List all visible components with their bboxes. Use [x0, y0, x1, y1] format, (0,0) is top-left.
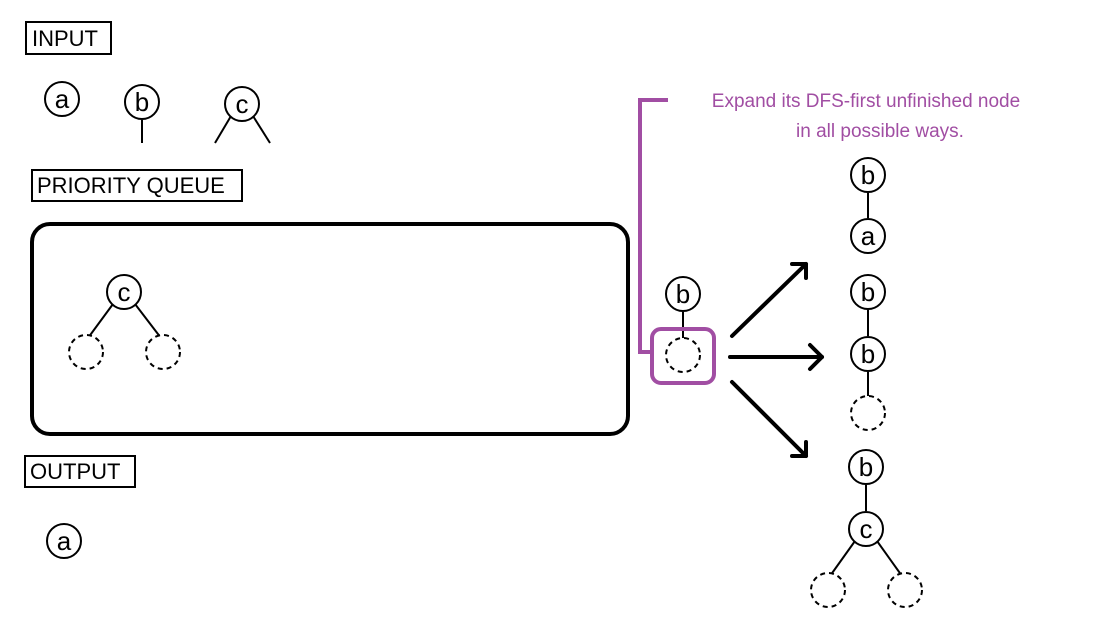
current-tree-root	[665, 276, 701, 312]
expansion-3-root	[848, 449, 884, 485]
current-tree-hole	[665, 337, 701, 373]
input-node-c-label: c	[236, 89, 249, 119]
output-label-box: OUTPUT	[24, 455, 136, 488]
input-label: INPUT	[32, 26, 98, 51]
arrow-down	[730, 380, 808, 458]
expansion-1-root-label: b	[861, 160, 875, 190]
output-label: OUTPUT	[30, 459, 120, 484]
input-node-a-label: a	[55, 84, 70, 114]
input-label-box: INPUT	[25, 21, 112, 55]
annotation-connector	[638, 98, 668, 354]
queue-tree-root-label: c	[118, 277, 131, 307]
input-node-b: b	[124, 84, 160, 143]
expansion-3: b c	[810, 449, 923, 608]
expansion-2: b b	[850, 274, 886, 431]
expansion-3-hole-left	[810, 572, 846, 608]
expansion-2-hole	[850, 395, 886, 431]
output-node-a: a	[46, 523, 82, 559]
expansion-2-root	[850, 274, 886, 310]
current-tree-root-label: b	[676, 279, 690, 309]
queue-tree-hole-left	[68, 334, 104, 370]
expansion-1-root	[850, 157, 886, 193]
input-node-c: c	[214, 86, 271, 144]
queue-tree-hole-right	[145, 334, 181, 370]
input-node-a: a	[44, 81, 80, 117]
queue-tree-root	[106, 274, 142, 310]
annotation-line-1: Expand its DFS-first unfinished node	[712, 91, 1020, 112]
arrow-up	[730, 262, 808, 338]
expansion-2-root-label: b	[861, 277, 875, 307]
current-tree: b	[650, 276, 716, 385]
expansion-2-child	[850, 336, 886, 372]
expansion-3-child-label: c	[860, 514, 873, 544]
queue-label: PRIORITY QUEUE	[37, 173, 225, 198]
queue-label-box: PRIORITY QUEUE	[31, 169, 243, 202]
expansion-1-child	[850, 218, 886, 254]
expansion-1-child-label: a	[861, 221, 876, 251]
highlight-box	[650, 327, 716, 385]
arrow-right	[728, 343, 824, 371]
expansion-3-hole-right	[887, 572, 923, 608]
annotation-line-2: in all possible ways.	[796, 121, 964, 142]
priority-queue-box	[30, 222, 630, 436]
expansion-1: b a	[850, 157, 886, 254]
output-node-a-label: a	[57, 526, 72, 556]
input-node-b-label: b	[135, 87, 149, 117]
expansion-3-root-label: b	[859, 452, 873, 482]
expansion-2-child-label: b	[861, 339, 875, 369]
expansion-3-child	[848, 511, 884, 547]
queue-tree: c	[68, 274, 181, 370]
